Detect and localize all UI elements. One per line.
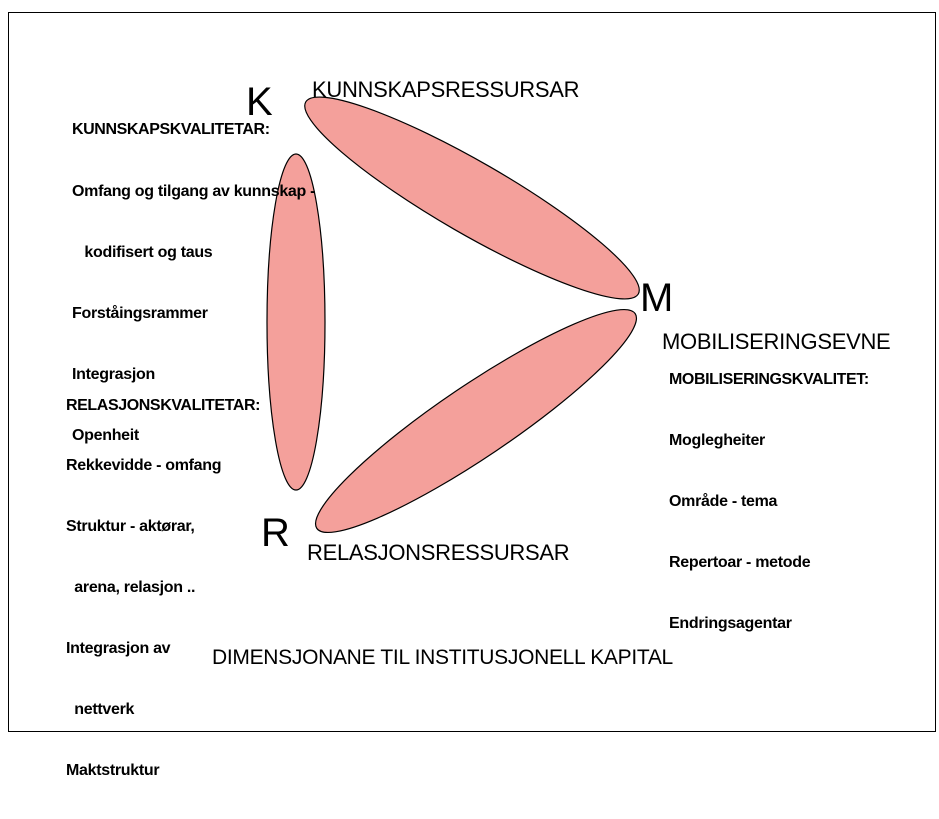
list-item: Moglegheiter [669,432,765,449]
quality-list-kunnskap: Omfang og tilgang av kunnskap - kodifise… [72,143,315,484]
list-item: kodifisert og taus [72,244,213,261]
list-item: Område - tema [669,493,778,510]
diagram-caption: DIMENSJONANE TIL INSTITUSJONELL KAPITAL [212,646,673,669]
list-item: arena, relasjon .. [66,579,196,596]
list-item: Endringsagentar [669,615,792,632]
list-item: Maktstruktur [66,762,160,779]
node-title-relasjonsressursar: RELASJONSRESSURSAR [307,540,570,565]
ellipse-k-m [304,96,640,300]
list-item: Omfang og tilgang av kunnskap - [72,183,316,200]
node-letter-r: R [261,511,290,555]
node-letter-k: K [246,80,273,124]
quality-title-relasjon: RELASJONSKVALITETAR: [66,397,261,414]
list-item: Struktur - aktørar, [66,518,195,535]
quality-list-relasjon: Rekkevidde - omfang Struktur - aktørar, … [66,417,222,819]
diagram-canvas: K KUNNSKAPSRESSURSAR KUNNSKAPSKVALITETAR… [8,12,936,779]
list-item: Openheit [72,427,139,444]
list-item: Rekkevidde - omfang [66,457,222,474]
quality-list-mobilisering: Moglegheiter Område - tema Repertoar - m… [669,392,811,672]
ellipse-k-r [266,153,326,491]
list-item: Integrasjon [72,366,155,383]
ellipse-m-r [314,308,638,534]
quality-title-kunnskap: KUNNSKAPSKVALITETAR: [72,121,270,138]
list-item: nettverk [66,701,135,718]
list-item: Forståingsrammer [72,305,208,322]
node-letter-m: M [640,276,674,320]
node-title-kunnskapsressursar: KUNNSKAPSRESSURSAR [312,77,580,102]
quality-title-mobilisering: MOBILISERINGSKVALITET: [669,371,869,388]
relation-ellipses [266,96,640,534]
list-item: Integrasjon av [66,640,171,657]
list-item: Repertoar - metode [669,554,811,571]
node-title-mobiliseringsevne: MOBILISERINGSEVNE [662,329,891,354]
